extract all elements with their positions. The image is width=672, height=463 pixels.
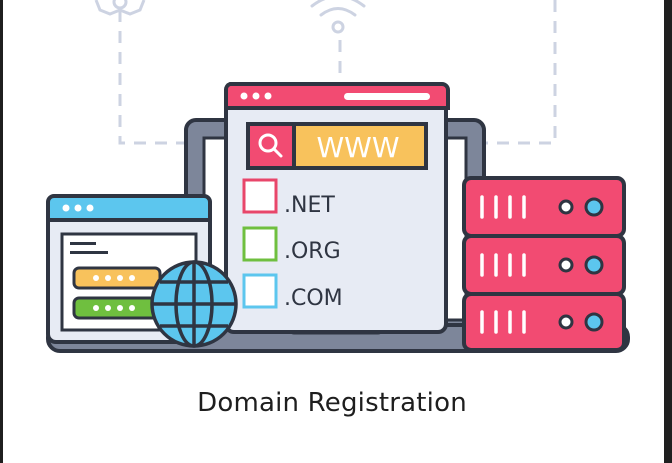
left-edge [0,0,3,463]
globe-icon [150,260,238,348]
domain-option-net[interactable]: .NET [242,178,335,218]
gear-icon [94,0,146,16]
search-icon [258,133,283,158]
domain-option-com[interactable]: .COM [242,273,343,311]
server-unit-1 [462,176,626,238]
server-unit-2 [462,234,626,296]
wifi-icon [310,0,366,34]
domain-option-org[interactable]: .ORG [242,226,341,264]
search-text: WWW [316,131,399,164]
domain-label-org: .ORG [284,239,341,264]
right-edge [664,0,672,463]
server-unit-3 [462,292,626,352]
caption: Domain Registration [197,388,467,418]
org-checkbox[interactable] [242,226,278,262]
net-checkbox[interactable] [242,178,278,214]
domain-label-net: .NET [284,193,335,218]
password-field-green [72,296,162,320]
com-checkbox[interactable] [242,273,278,309]
server-icon [462,176,626,352]
domain-label-com: .COM [284,286,343,311]
password-field-yellow [72,266,162,290]
network-lines [118,0,557,145]
search-bar[interactable]: WWW [246,122,428,170]
